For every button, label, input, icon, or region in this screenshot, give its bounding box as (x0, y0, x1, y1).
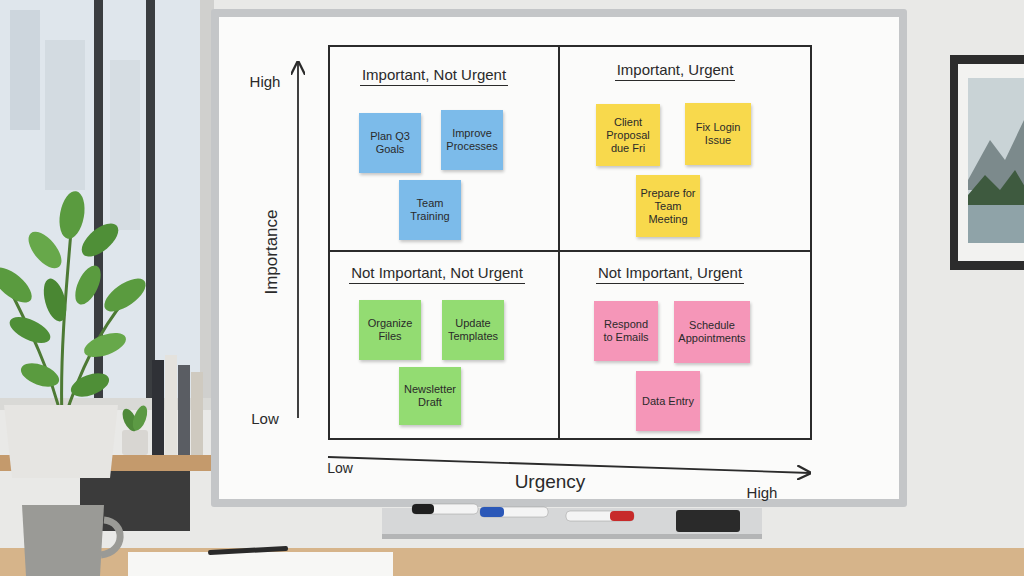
leaf (70, 262, 106, 309)
plant-pot (4, 405, 118, 478)
window-frame (146, 0, 155, 405)
notebook (128, 552, 393, 576)
window-glass (0, 0, 210, 410)
sticky-note: Organize Files (359, 300, 421, 360)
marker (566, 511, 634, 521)
small-pot (122, 430, 148, 455)
pen (208, 546, 288, 555)
axis-end-label: High (250, 73, 281, 90)
note-text: Improve Processes (445, 127, 499, 153)
plant-stem (62, 220, 72, 420)
picture-lake (968, 205, 1024, 243)
sticky-note: Respond to Emails (594, 301, 658, 361)
axis-title: Importance (262, 209, 282, 294)
marker (412, 504, 478, 514)
note-text: Respond to Emails (598, 318, 654, 344)
quadrant-box: Important, Not UrgentPlan Q3 Goals Improv… (328, 45, 560, 252)
quadrant-box: Important, UrgentClient Proposal due Fri… (558, 45, 812, 252)
urgency-axis (328, 457, 810, 473)
leaf (76, 217, 124, 262)
book (165, 355, 177, 455)
axis-end-label: High (747, 484, 778, 501)
plant-stem (64, 300, 125, 420)
leaf (99, 272, 151, 318)
leaf (40, 276, 71, 324)
sticky-note: Newsletter Draft (399, 367, 461, 425)
importance-axis (297, 62, 299, 418)
quadrant-heading: Not Important, Not Urgent (349, 264, 525, 284)
note-text: Newsletter Draft (403, 383, 457, 409)
eraser (676, 510, 740, 532)
sticky-note: Update Templates (442, 300, 504, 360)
leaf (130, 404, 150, 433)
leaf (56, 189, 88, 240)
sticky-note: Prepare for Team Meeting (636, 175, 700, 237)
quadrant-heading: Not Important, Urgent (596, 264, 744, 284)
leaf (0, 261, 37, 309)
axis-end-label: Low (251, 410, 279, 427)
book (152, 360, 164, 455)
picture-frame (950, 55, 1024, 270)
leaf (22, 226, 67, 274)
leaf (18, 359, 62, 391)
sticky-note: Improve Processes (441, 110, 503, 170)
note-text: Prepare for Team Meeting (640, 187, 696, 226)
leaf (68, 369, 112, 401)
distant-building (10, 10, 40, 130)
mug (22, 505, 104, 576)
note-text: Plan Q3 Goals (363, 130, 417, 156)
note-text: Client Proposal due Fri (600, 116, 656, 155)
marker-cap (480, 507, 504, 517)
leaf (81, 328, 129, 362)
mug-handle (101, 520, 120, 555)
note-text: Update Templates (446, 317, 500, 343)
note-text: Data Entry (640, 395, 696, 408)
book (191, 372, 203, 455)
desk (0, 548, 1024, 576)
marker-cap (610, 511, 634, 521)
sticky-note: Team Training (399, 180, 461, 240)
sticky-note: Schedule Appointments (674, 301, 750, 363)
whiteboard-frame (211, 9, 907, 507)
sticky-note: Data Entry (636, 371, 700, 431)
leaf (6, 312, 54, 349)
distant-building (45, 40, 85, 190)
marker-tray-edge (382, 534, 762, 539)
picture-forest (968, 170, 1024, 205)
sticky-note: Fix Login Issue (685, 103, 751, 165)
quadrant-heading: Important, Urgent (615, 61, 736, 81)
quadrant-box: Not Important, UrgentRespond to Emails Sc… (558, 250, 812, 440)
note-text: Team Training (403, 197, 457, 223)
picture-sky (968, 78, 1024, 243)
axis-end-label: Urgency (515, 471, 586, 493)
quadrant-box: Not Important, Not UrgentOrganize Files U… (328, 250, 560, 440)
note-text: Schedule Appointments (678, 319, 746, 345)
axis-end-label: Low (327, 460, 353, 476)
book (178, 365, 190, 455)
distant-building (110, 60, 140, 230)
note-text: Fix Login Issue (689, 121, 747, 147)
quadrant-heading: Important, Not Urgent (360, 66, 508, 86)
sticky-note: Plan Q3 Goals (359, 113, 421, 173)
note-text: Organize Files (363, 317, 417, 343)
whiteboard-surface (219, 17, 899, 499)
picture-mat (958, 64, 1024, 261)
sticky-note: Client Proposal due Fri (596, 104, 660, 166)
marker-cap (412, 504, 434, 514)
marker (480, 507, 548, 517)
